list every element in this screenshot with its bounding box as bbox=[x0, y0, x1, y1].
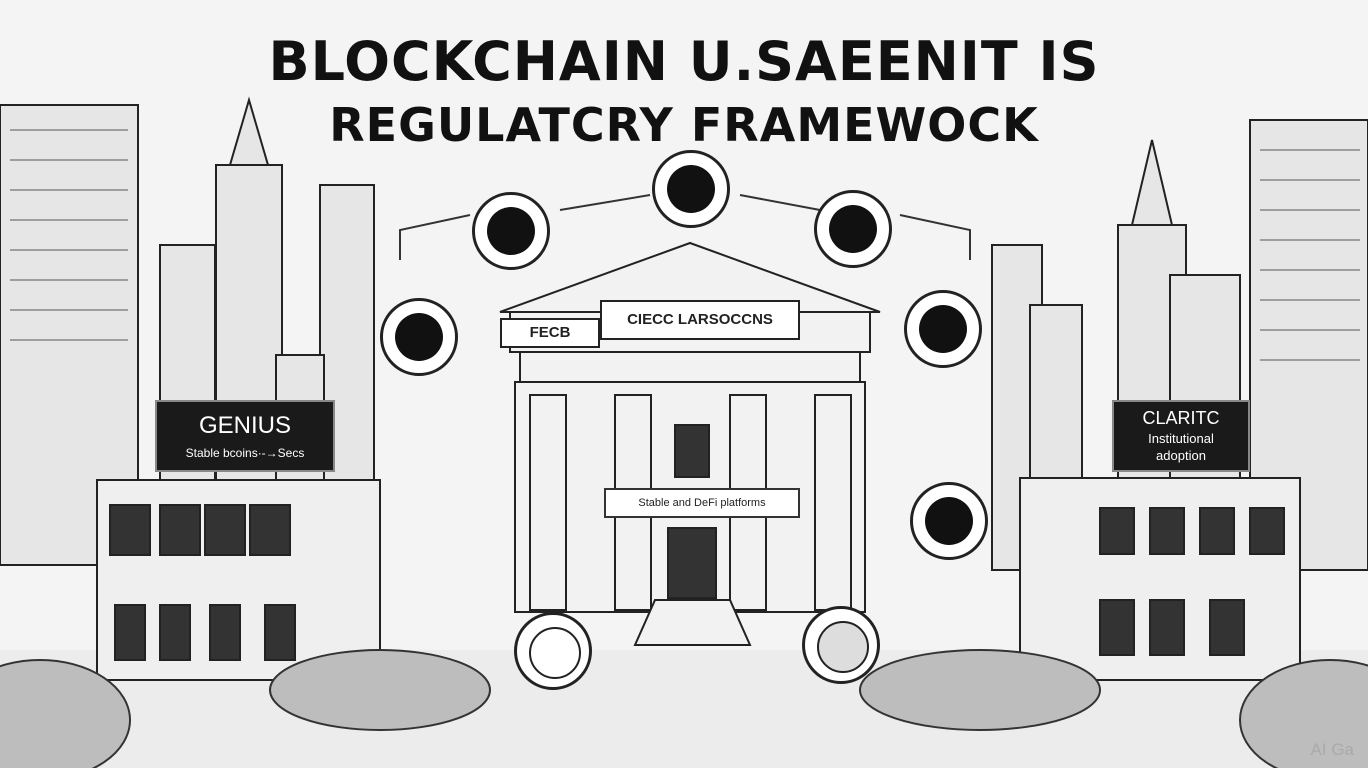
building-banner: Stable and DeFi platforms bbox=[604, 488, 800, 518]
clarity-sign: CLARITC Institutional adoption bbox=[1112, 400, 1250, 472]
clarity-sign-line2: adoption bbox=[1156, 448, 1206, 463]
building-plaque-left: FECB bbox=[500, 318, 600, 348]
network-icon bbox=[514, 612, 592, 690]
clarity-sign-line1: Institutional bbox=[1148, 431, 1214, 446]
coin-icon bbox=[802, 606, 880, 684]
genius-sign: GENIUS Stable bcoins·-→Secs bbox=[155, 400, 335, 472]
seal-icon bbox=[814, 190, 892, 268]
token-icon bbox=[652, 150, 730, 228]
watermark: AI Ga bbox=[1310, 740, 1354, 759]
building-plaque-right: CIECC LARSOCCNS bbox=[600, 300, 800, 340]
chip-icon bbox=[380, 298, 458, 376]
headline-line-2: REGULATCRY FRAMEWOCK bbox=[329, 98, 1039, 152]
genius-sign-heading: GENIUS bbox=[198, 412, 291, 439]
regulation-icon bbox=[472, 192, 550, 270]
headline-line-1: BLOCKCHAIN U.SAEENIT IS bbox=[268, 30, 1100, 93]
clarity-sign-heading: CLARITC bbox=[1142, 408, 1220, 428]
card-icon bbox=[910, 482, 988, 560]
shield-icon bbox=[904, 290, 982, 368]
genius-sign-subtext: Stable bcoins·-→Secs bbox=[185, 446, 305, 460]
